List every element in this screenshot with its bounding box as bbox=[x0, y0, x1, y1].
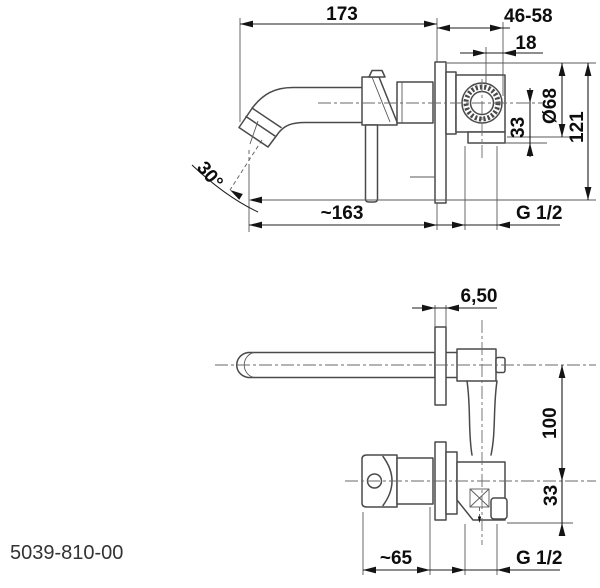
wall-plate bbox=[434, 61, 447, 204]
dim-label-121: 121 bbox=[567, 111, 588, 143]
dim-escutcheon-diameter: Ø68 bbox=[447, 62, 596, 138]
dim-label-100: 100 bbox=[540, 407, 561, 439]
dim-label-173: 173 bbox=[326, 4, 358, 25]
dim-inner-offset: 18 bbox=[460, 33, 543, 57]
riser-right-edge bbox=[490, 380, 498, 456]
outlet-seam bbox=[249, 120, 259, 145]
bleed-arrow bbox=[477, 516, 482, 523]
lever-handle bbox=[364, 124, 379, 203]
dim-label-650: 6,50 bbox=[461, 286, 498, 307]
spout-side bbox=[229, 86, 364, 191]
bleed-screw-cross bbox=[469, 488, 490, 508]
dim-wall-range: 46-58 bbox=[437, 6, 553, 32]
dim-handle-reach-and-thread: ~65 G 1/2 bbox=[362, 507, 562, 575]
body-housing bbox=[361, 76, 398, 126]
dim-label-d68: Ø68 bbox=[540, 88, 561, 124]
spout-plan bbox=[236, 326, 506, 406]
dim-label-46-58: 46-58 bbox=[504, 6, 553, 27]
dim-label-65: ~65 bbox=[380, 548, 413, 569]
escutcheon-cylinder bbox=[396, 81, 434, 124]
spout-outline bbox=[238, 86, 364, 148]
mixer-body-side bbox=[361, 69, 434, 203]
body-cap bbox=[368, 69, 386, 78]
dim-outlet-drop-plan: 33 bbox=[507, 481, 573, 536]
top-view: 6,50 100 33 ~65 G 1/2 bbox=[215, 286, 596, 575]
body-cone-line bbox=[371, 76, 391, 123]
dim-label-g12-plan: G 1/2 bbox=[516, 548, 562, 569]
dim-label-g12-side: G 1/2 bbox=[516, 203, 562, 224]
handle-flange bbox=[445, 451, 458, 515]
handle-port-stub bbox=[490, 497, 508, 520]
dim-label-33-plan: 33 bbox=[541, 485, 562, 506]
dim-label-18: 18 bbox=[515, 33, 536, 54]
dim-reach-and-thread: ~163 G 1/2 bbox=[249, 146, 562, 230]
dim-spout-angle: 30° bbox=[191, 158, 262, 232]
wall-plate-plan-upper bbox=[434, 326, 447, 406]
dim-plate-thickness: 6,50 bbox=[412, 286, 497, 327]
dim-label-163: ~163 bbox=[321, 203, 364, 224]
stream-axis-dashed bbox=[229, 139, 263, 191]
riser-left-edge bbox=[466, 380, 473, 456]
dim-centre-distance: 100 bbox=[540, 365, 566, 481]
valve-body-lower bbox=[467, 131, 506, 144]
handle-plan bbox=[361, 441, 508, 523]
dim-label-30deg: 30° bbox=[192, 158, 227, 194]
dim-overall-height: 121 bbox=[252, 63, 596, 201]
side-view: 173 46-58 18 Ø68 bbox=[191, 4, 596, 232]
aerator-joint-line bbox=[251, 107, 282, 129]
dim-spout-length: 173 bbox=[239, 4, 438, 122]
part-number: 5039-810-00 bbox=[10, 542, 123, 564]
dim-outlet-drop-side: 33 bbox=[505, 88, 547, 157]
aerator-joint-line bbox=[245, 115, 276, 137]
dim-label-33-side: 33 bbox=[508, 117, 529, 138]
